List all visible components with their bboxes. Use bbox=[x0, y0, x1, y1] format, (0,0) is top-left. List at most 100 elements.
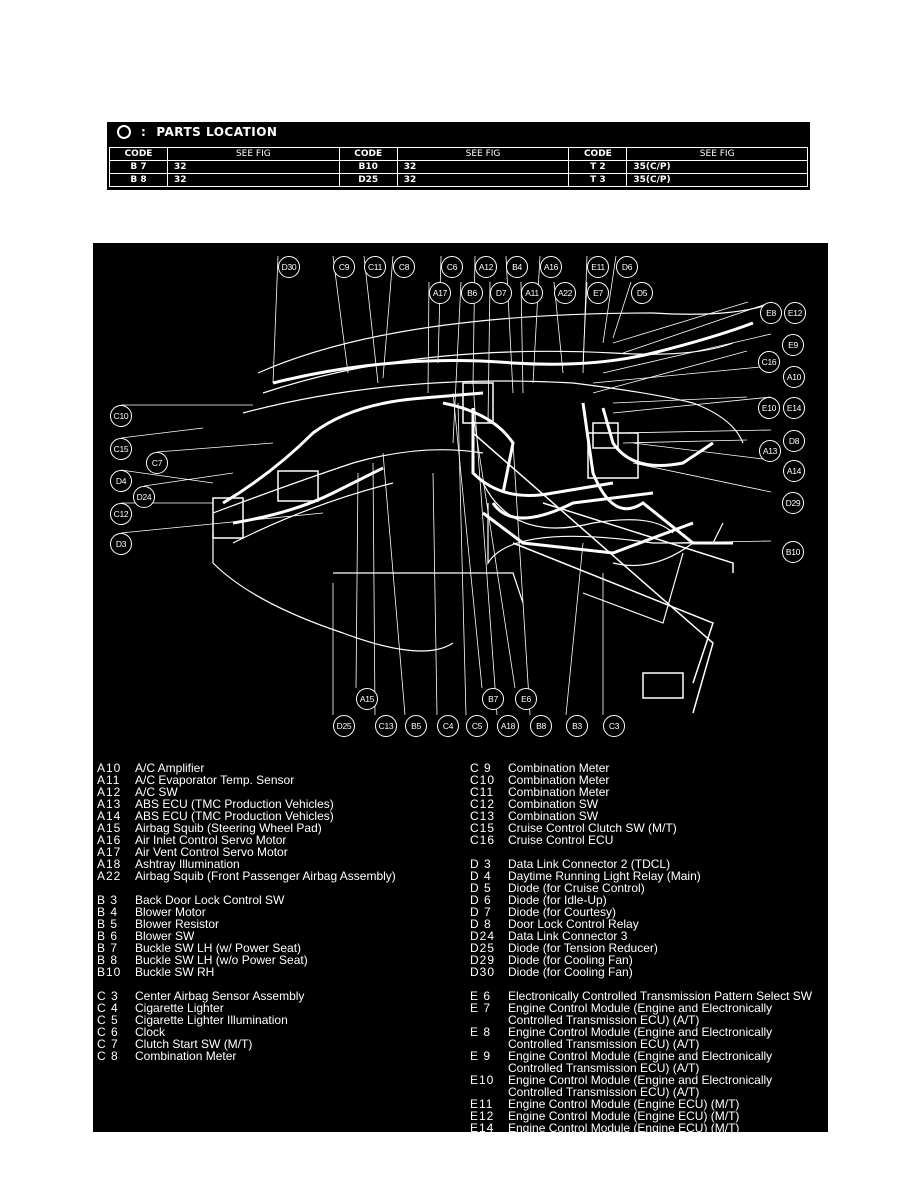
legend-description: Engine Control Module (Engine and Electr… bbox=[508, 1025, 773, 1039]
legend-code: C 6 bbox=[97, 1025, 119, 1039]
callout-e11: E11 bbox=[587, 256, 609, 278]
table-cell: T 3 bbox=[568, 173, 628, 187]
legend-description: Engine Control Module (Engine and Electr… bbox=[508, 1049, 773, 1063]
callout-c10: C10 bbox=[110, 405, 132, 427]
legend-code: E10 bbox=[470, 1073, 495, 1087]
legend-code: B 7 bbox=[97, 941, 119, 955]
table-cell: D25 bbox=[338, 173, 398, 187]
callout-d25: D25 bbox=[333, 715, 355, 737]
callout-c15: C15 bbox=[110, 438, 132, 460]
legend-code: A14 bbox=[97, 809, 122, 823]
callout-c11: C11 bbox=[364, 256, 386, 278]
legend-code: C11 bbox=[470, 785, 495, 799]
table-row: B 7 32 B10 32 T 2 35(C/P) bbox=[109, 160, 808, 174]
legend-code: C15 bbox=[470, 821, 496, 835]
table-cell: 32 bbox=[167, 173, 340, 187]
callout-c4: C4 bbox=[437, 715, 459, 737]
legend-code: A11 bbox=[97, 773, 121, 787]
table-cell: 32 bbox=[167, 160, 340, 174]
legend-code: C 4 bbox=[97, 1001, 119, 1015]
legend-description: Airbag Squib (Steering Wheel Pad) bbox=[135, 821, 322, 835]
legend-description: Air Inlet Control Servo Motor bbox=[135, 833, 287, 847]
callout-a14: A14 bbox=[783, 460, 805, 482]
legend-code: C 3 bbox=[97, 989, 119, 1003]
legend-code: A13 bbox=[97, 797, 122, 811]
legend-description: Diode (for Cooling Fan) bbox=[508, 965, 633, 979]
callout-e6: E6 bbox=[515, 688, 537, 710]
legend-code: A16 bbox=[97, 833, 122, 847]
legend-description-continued: Controlled Transmission ECU) (A/T) bbox=[508, 1061, 700, 1075]
column-header: SEE FIG bbox=[626, 147, 808, 161]
column-header: CODE bbox=[568, 147, 628, 161]
legend-code: B 8 bbox=[97, 953, 119, 967]
legend-description: ABS ECU (TMC Production Vehicles) bbox=[135, 809, 334, 823]
callout-e10: E10 bbox=[758, 397, 780, 419]
legend-description: Ashtray Illumination bbox=[135, 857, 240, 871]
legend-code: D30 bbox=[470, 965, 496, 979]
legend-description: Diode (for Idle-Up) bbox=[508, 893, 607, 907]
table-cell: 35(C/P) bbox=[626, 173, 808, 187]
callout-d24: D24 bbox=[133, 486, 155, 508]
callout-c8: C8 bbox=[393, 256, 415, 278]
table-cell: 35(C/P) bbox=[626, 160, 808, 174]
parts-table: CODE SEE FIG CODE SEE FIG CODE SEE FIG B… bbox=[109, 147, 808, 187]
legend-description: Combination Meter bbox=[508, 773, 610, 787]
legend-description: Blower Resistor bbox=[135, 917, 220, 931]
column-header: SEE FIG bbox=[167, 147, 340, 161]
table-cell: 32 bbox=[396, 160, 570, 174]
legend-code: C13 bbox=[470, 809, 496, 823]
legend-code: D 5 bbox=[470, 881, 492, 895]
callout-a10: A10 bbox=[783, 366, 805, 388]
circle-symbol-icon bbox=[117, 125, 131, 139]
callout-c13: C13 bbox=[375, 715, 397, 737]
table-cell: T 2 bbox=[568, 160, 628, 174]
legend-code: A22 bbox=[97, 869, 122, 883]
legend-description: Back Door Lock Control SW bbox=[135, 893, 285, 907]
table-cell: 32 bbox=[396, 173, 570, 187]
legend-description: Clock bbox=[135, 1025, 166, 1039]
callout-a11: A11 bbox=[521, 282, 543, 304]
legend-description: Air Vent Control Servo Motor bbox=[135, 845, 288, 859]
legend-description: A/C SW bbox=[135, 785, 178, 799]
callout-b5: B5 bbox=[405, 715, 427, 737]
callout-e7: E7 bbox=[587, 282, 609, 304]
callout-b10: B10 bbox=[782, 541, 804, 563]
legend-description: Buckle SW RH bbox=[135, 965, 215, 979]
callout-a15: A15 bbox=[356, 688, 378, 710]
legend-code: D 3 bbox=[470, 857, 492, 871]
legend-code: B 4 bbox=[97, 905, 119, 919]
legend-code: D 8 bbox=[470, 917, 492, 931]
legend-description: Engine Control Module (Engine and Electr… bbox=[508, 1001, 773, 1015]
legend-code: E14 bbox=[470, 1121, 495, 1135]
legend-item: D30 Diode (for Cooling Fan) bbox=[470, 966, 812, 978]
callout-d8: D8 bbox=[783, 430, 805, 452]
legend-description: Blower Motor bbox=[135, 905, 206, 919]
callout-a16: A16 bbox=[540, 256, 562, 278]
legend-code: E11 bbox=[470, 1097, 494, 1111]
callout-b7: B7 bbox=[482, 688, 504, 710]
legend-item: A14 ABS ECU (TMC Production Vehicles) bbox=[97, 810, 396, 822]
legend-description: Diode (for Cruise Control) bbox=[508, 881, 645, 895]
dashboard-wiring-illustration bbox=[120, 255, 774, 716]
callout-c12: C12 bbox=[110, 503, 132, 525]
callout-d30: D30 bbox=[278, 256, 300, 278]
callout-e12: E12 bbox=[784, 302, 806, 324]
table-header-row: CODE SEE FIG CODE SEE FIG CODE SEE FIG bbox=[109, 147, 808, 161]
legend-description: Cigarette Lighter bbox=[135, 1001, 224, 1015]
callout-a17: A17 bbox=[429, 282, 451, 304]
callout-c7: C7 bbox=[146, 452, 168, 474]
legend-code: E 9 bbox=[470, 1049, 492, 1063]
